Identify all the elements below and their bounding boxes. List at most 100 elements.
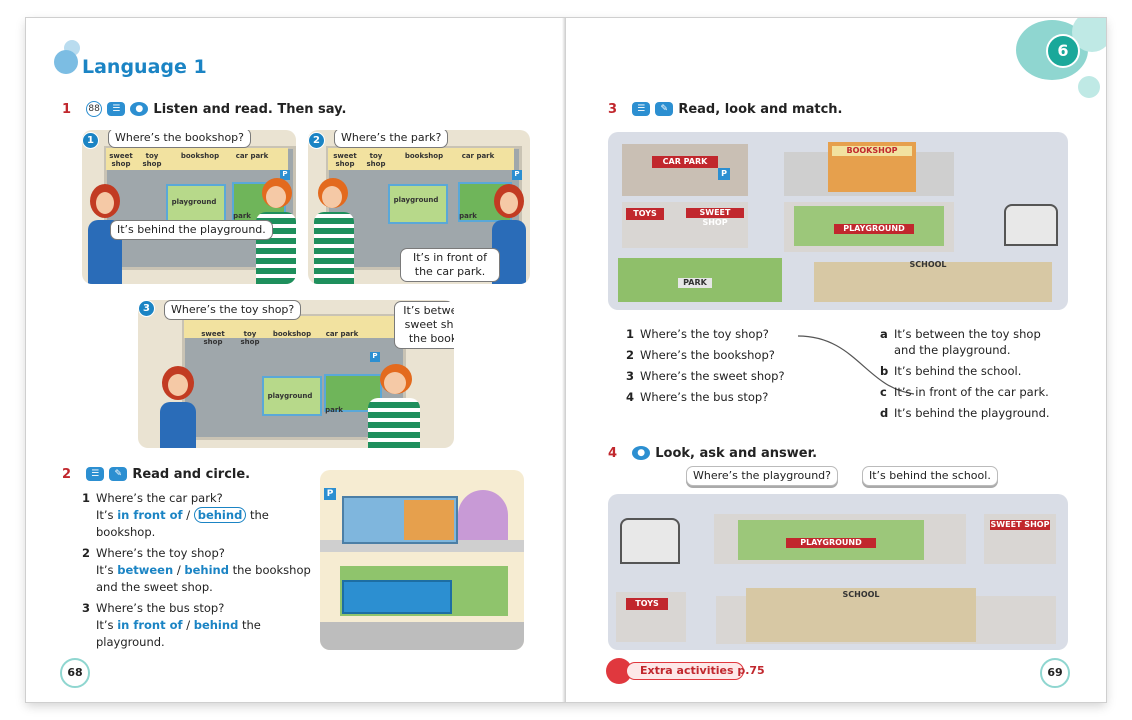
- sign-car-park: car park: [325, 330, 359, 338]
- page-number: 68: [60, 658, 90, 688]
- sign-sweet-shop: sweet shop: [333, 152, 357, 168]
- unit-badge: 6: [1016, 18, 1106, 100]
- item-2-answer-cont: and the sweet shop.: [96, 580, 213, 594]
- sign-p: P: [718, 168, 730, 180]
- answer-bubble: It’s behind the playground.: [110, 220, 273, 240]
- sign-playground: playground: [267, 392, 313, 400]
- item-question: Where’s the bus stop?: [96, 601, 225, 615]
- answer-letter: c: [880, 385, 887, 399]
- sign-park: park: [233, 212, 251, 220]
- answer-text: It’s behind the school.: [894, 364, 1022, 378]
- item-1-answer: It’s in front of / behind the bookshop.: [82, 507, 322, 541]
- pencil-icon: ✎: [109, 466, 128, 481]
- street-picture: P: [320, 470, 524, 650]
- question-2: 2 Where’s the bookshop?: [626, 347, 775, 363]
- pencil-icon: ✎: [655, 101, 674, 116]
- book-spread: Language 1 1 88 ☰ ● Listen and read. The…: [26, 18, 1106, 702]
- town-map: CAR PARK P BOOKSHOP TOYS SWEET SHOP PLAY…: [608, 132, 1068, 310]
- town-picture: PLAYGROUND SWEET SHOP TOYS SCHOOL: [608, 494, 1068, 650]
- answer-suffix: the bookshop.: [96, 508, 269, 539]
- exercise-number: 3: [608, 102, 618, 117]
- read-book-icon: ☰: [632, 101, 651, 116]
- exercise-number: 4: [608, 446, 618, 461]
- answer-text: It’s between the toy shop: [894, 327, 1041, 341]
- answer-text: It’s in front of the car park.: [894, 385, 1049, 399]
- option-behind[interactable]: behind: [184, 563, 229, 577]
- item-question: Where’s the car park?: [96, 491, 223, 505]
- sign-playground: playground: [393, 196, 439, 204]
- sign-car-park: CAR PARK: [652, 156, 718, 168]
- option-separator: /: [186, 618, 191, 632]
- answer-letter: d: [880, 406, 889, 420]
- exercise-1-header: 1 88 ☰ ● Listen and read. Then say.: [62, 98, 346, 117]
- sign-sweet-shop: SWEET SHOP: [990, 520, 1050, 530]
- answer-suffix: the bookshop: [232, 563, 311, 577]
- sign-school: SCHOOL: [842, 590, 880, 599]
- option-in-front-of[interactable]: in front of: [117, 618, 183, 632]
- answer-letter: b: [880, 364, 889, 378]
- sign-playground: PLAYGROUND: [786, 538, 876, 548]
- unit-number: 6: [1046, 34, 1080, 68]
- sign-park: PARK: [678, 278, 712, 288]
- option-behind[interactable]: behind: [193, 618, 239, 632]
- scene-2: sweet shop toy shop bookshop car park pl…: [308, 130, 530, 284]
- question-text: Where’s the toy shop?: [640, 327, 769, 341]
- sign-toy-shop: toy shop: [142, 152, 162, 168]
- exercise-instruction: Listen and read. Then say.: [153, 102, 347, 117]
- extra-activities-label: Extra activities p.75: [640, 664, 765, 677]
- scene-1: sweet shop toy shop bookshop car park pl…: [82, 130, 296, 284]
- option-in-front-of[interactable]: in front of: [117, 508, 183, 522]
- speak-icon: ●: [632, 445, 651, 460]
- boy-figure: [314, 178, 354, 284]
- exercise-instruction: Read and circle.: [132, 467, 251, 482]
- sign-car-park: car park: [235, 152, 269, 160]
- question-number: 2: [626, 348, 635, 362]
- right-page: 6 3 ☰ ✎ Read, look and match. CAR PARK P…: [566, 18, 1106, 702]
- answer-suffix: the playground.: [96, 618, 261, 649]
- page-number: 69: [1040, 658, 1070, 688]
- sign-bookshop: BOOKSHOP: [832, 146, 912, 156]
- sign-sweet-shop: sweet shop: [109, 152, 133, 168]
- option-behind-circled[interactable]: behind: [193, 507, 247, 523]
- answer-bubble: It’s in front of the car park.: [400, 248, 500, 282]
- option-separator: /: [186, 508, 191, 522]
- answer-prefix: It’s: [96, 618, 114, 632]
- answer-letter: a: [880, 327, 888, 341]
- extra-activities-link[interactable]: Extra activities p.75: [606, 658, 765, 684]
- sign-bookshop: bookshop: [272, 330, 312, 338]
- sign-toys: TOYS: [626, 598, 668, 610]
- answer-prefix: It’s: [96, 563, 114, 577]
- option-between[interactable]: between: [117, 563, 174, 577]
- answer-a-cont: and the playground.: [894, 343, 1011, 357]
- exercise-3-header: 3 ☰ ✎ Read, look and match.: [608, 98, 842, 117]
- item-number: 1: [82, 491, 91, 505]
- sign-playground: playground: [171, 198, 217, 206]
- sign-bookshop: bookshop: [180, 152, 220, 160]
- answer-a: a It’s between the toy shop: [880, 326, 1041, 342]
- sign-p: P: [370, 352, 380, 362]
- question-text: Where’s the sweet shop?: [640, 369, 785, 383]
- boy-figure: [368, 364, 420, 448]
- answer-b: b It’s behind the school.: [880, 363, 1021, 379]
- item-2-answer: It’s between / behind the bookshop: [82, 562, 322, 579]
- exercise-instruction: Read, look and match.: [678, 102, 843, 117]
- audio-track-icon[interactable]: 88: [86, 100, 103, 117]
- scene-3: sweet shop toy shop bookshop car park pl…: [138, 300, 454, 448]
- scene-number-1: 1: [82, 132, 99, 149]
- sign-bookshop: bookshop: [404, 152, 444, 160]
- sign-car-park: car park: [461, 152, 495, 160]
- question-text: Where’s the bookshop?: [640, 348, 775, 362]
- question-bubble: Where’s the bookshop?: [108, 130, 252, 148]
- scene-number-3: 3: [138, 300, 155, 317]
- sign-park: park: [325, 406, 343, 414]
- exercise-number: 1: [62, 102, 72, 117]
- answer-c: c It’s in front of the car park.: [880, 384, 1049, 400]
- item-1: 1 Where’s the car park?: [82, 490, 322, 507]
- exercise-4-header: 4 ● Look, ask and answer.: [608, 442, 817, 461]
- read-book-icon: ☰: [86, 466, 105, 481]
